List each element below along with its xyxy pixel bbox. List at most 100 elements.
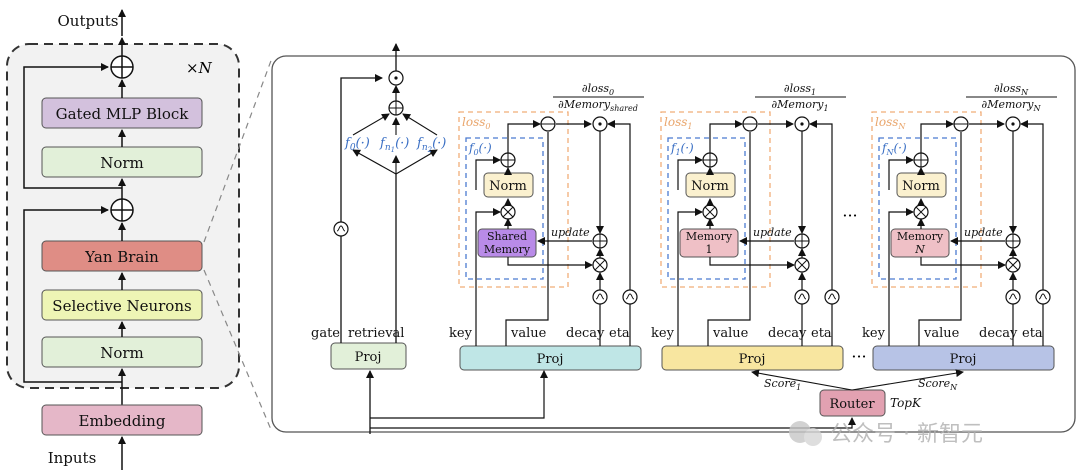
f-box-2 xyxy=(878,137,957,280)
proj-gate-block xyxy=(330,342,407,370)
loss-minus-node-0 xyxy=(540,116,556,132)
f-label-1: f1(·) xyxy=(670,141,694,157)
multiply-node-1 xyxy=(702,204,718,220)
topk-label: TopK xyxy=(890,396,922,410)
inner-norm-label-2: Norm xyxy=(902,179,940,194)
proj-gate-label: Proj xyxy=(355,350,382,365)
gate-multiply-node xyxy=(388,70,404,86)
grad-denominator-2: ∂MemoryN xyxy=(982,98,1042,113)
norm-top-label: Norm xyxy=(100,154,144,172)
sigmoid-eta-2 xyxy=(1035,289,1051,305)
yan-brain-label: Yan Brain xyxy=(84,248,159,266)
key-label-0: key xyxy=(449,326,473,341)
gated-mlp-label: Gated MLP Block xyxy=(56,105,190,123)
gate-retrieval-section: Proj gate retrieval f0(·) fn1(·) fn2(·) xyxy=(311,43,446,434)
memory-block-2 xyxy=(890,228,950,258)
loss-label-2: lossN xyxy=(875,115,906,131)
add-node-1 xyxy=(702,152,718,168)
memory-label-line1-2: Memory xyxy=(897,230,944,243)
proj-label-1: Proj xyxy=(739,352,766,367)
residual-add-middle xyxy=(110,198,134,222)
decay-multiply-node-1 xyxy=(794,257,810,273)
multiply-node-0 xyxy=(500,204,516,220)
ellipsis-modules-top: ··· xyxy=(842,206,857,225)
loss-label-0: loss0 xyxy=(462,115,490,131)
multiply-node-2 xyxy=(913,204,929,220)
key-label-1: key xyxy=(651,326,675,341)
times-n-label: ×N xyxy=(186,59,213,77)
f0-function: f0(·) xyxy=(344,136,370,153)
update-label-1: update xyxy=(753,226,792,239)
grad-dot-node-1 xyxy=(794,116,810,132)
f-box-1 xyxy=(667,137,746,280)
grad-denominator-0: ∂Memoryshared xyxy=(558,98,638,113)
fn2-function: fn2(·) xyxy=(416,136,446,154)
decay-label-2: decay xyxy=(979,326,1018,341)
memory-label-line1-0: Shared xyxy=(487,230,527,243)
sigmoid-decay-2 xyxy=(1005,289,1021,305)
embedding-label: Embedding xyxy=(79,412,166,430)
watermark-text: 公众号 · 新智元 xyxy=(830,422,983,447)
ellipsis-modules-bottom: ··· xyxy=(851,347,866,366)
eta-label-0: eta xyxy=(609,326,630,341)
memory-modules: Proj key value decay eta loss0 f0(·) NormShared… xyxy=(449,82,1057,371)
sigmoid-gate xyxy=(333,221,349,237)
memory-label-line1-1: Memory xyxy=(686,230,733,243)
proj-block-0 xyxy=(459,345,642,371)
router-label: Router xyxy=(829,397,875,412)
value-label-1: value xyxy=(712,326,749,341)
sigmoid-eta-1 xyxy=(824,289,840,305)
add-node-0 xyxy=(500,152,516,168)
outputs-label: Outputs xyxy=(58,12,119,30)
residual-add-top xyxy=(110,55,134,79)
loss-minus-node-2 xyxy=(953,116,969,132)
update-add-node-1 xyxy=(794,233,810,249)
memory-block-0 xyxy=(477,228,537,258)
loss-box-2 xyxy=(871,111,982,288)
grad-numerator-2: ∂lossN xyxy=(994,82,1029,97)
loss-box-1 xyxy=(660,111,771,288)
proj-label-2: Proj xyxy=(950,352,977,367)
grad-dot-node-0 xyxy=(592,116,608,132)
watermark: 公众号 · 新智元 xyxy=(789,421,983,447)
decay-multiply-node-2 xyxy=(1005,257,1021,273)
decay-label-1: decay xyxy=(768,326,807,341)
grad-denominator-1: ∂Memory1 xyxy=(771,98,828,113)
add-node-2 xyxy=(913,152,929,168)
decay-label-0: decay xyxy=(566,326,605,341)
sum-node xyxy=(388,100,404,116)
loss-minus-node-1 xyxy=(742,116,758,132)
decay-multiply-node-0 xyxy=(592,257,608,273)
sigmoid-decay-0 xyxy=(592,289,608,305)
retrieval-label: retrieval xyxy=(348,326,404,341)
norm-bottom-label: Norm xyxy=(100,344,144,362)
selective-neurons-label: Selective Neurons xyxy=(52,297,191,315)
grad-numerator-1: ∂loss1 xyxy=(784,82,816,97)
grad-dot-node-2 xyxy=(1005,116,1021,132)
inputs-label: Inputs xyxy=(48,449,97,467)
memory-label-line2-1: 1 xyxy=(706,243,713,256)
embedding-block xyxy=(41,404,203,436)
update-label-2: update xyxy=(964,226,1003,239)
update-add-node-2 xyxy=(1005,233,1021,249)
detail-panel xyxy=(271,55,1076,433)
left-panel: Outputs ×N Gated MLP Block Norm Yan Brai… xyxy=(6,9,240,470)
proj-label-0: Proj xyxy=(537,352,564,367)
score1-label: Score1 xyxy=(764,377,801,392)
value-label-2: value xyxy=(923,326,960,341)
grad-numerator-0: ∂loss0 xyxy=(582,82,614,97)
memory-label-line2-0: Memory xyxy=(484,243,531,256)
sigmoid-eta-0 xyxy=(622,289,638,305)
router-section: Router TopK Score1 ScoreN xyxy=(370,369,964,429)
memory-label-line2-2: N xyxy=(914,243,925,256)
update-label-0: update xyxy=(551,226,590,239)
loss-box-0 xyxy=(458,111,569,288)
value-label-0: value xyxy=(510,326,547,341)
f-box-0 xyxy=(465,137,544,280)
update-add-node-0 xyxy=(592,233,608,249)
f-label-0: f0(·) xyxy=(468,141,492,157)
f-label-2: fN(·) xyxy=(881,141,907,157)
